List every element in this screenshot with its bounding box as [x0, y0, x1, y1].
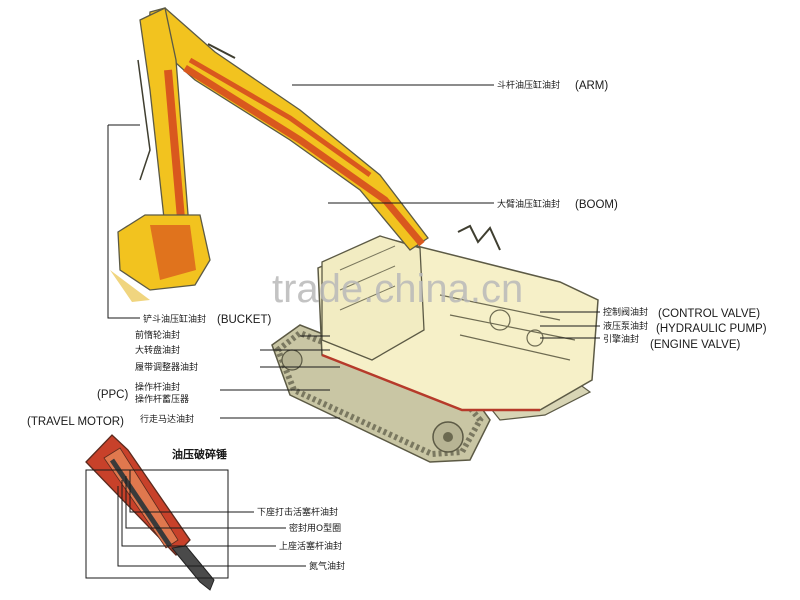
- bucket: [117, 214, 211, 291]
- upper-structure: [317, 224, 599, 412]
- label-idler-cn: 前惰轮油封: [135, 329, 180, 341]
- label-control-accumulator-cn: 操作杆蓄压器: [135, 393, 189, 405]
- label-control-valve-en: (CONTROL VALVE): [658, 308, 760, 320]
- excavator-illustration: [110, 7, 599, 463]
- watermark: trade.china.cn: [272, 267, 523, 311]
- boom-and-arm: [137, 7, 429, 257]
- breaker-title: 油压破碎锤: [172, 447, 227, 461]
- label-lower-piston-cn: 下座打击活塞杆油封: [257, 506, 338, 518]
- label-bucket-cn: 铲斗油压缸油封: [143, 313, 206, 325]
- label-hydraulic-pump-cn: 液压泵油封: [603, 320, 648, 332]
- label-control-lever-cn: 操作杆油封: [135, 381, 180, 393]
- label-track-adjuster-cn: 履带调整器油封: [135, 361, 198, 373]
- label-hydraulic-pump-en: (HYDRAULIC PUMP): [656, 323, 767, 335]
- label-bucket-en: (BUCKET): [217, 314, 271, 326]
- label-upper-piston-cn: 上座活塞杆油封: [279, 540, 342, 552]
- component-labels: 斗杆油压缸油封 (ARM) 大臂油压缸油封 (BOOM) 铲斗油压缸油封 (BU…: [27, 79, 767, 428]
- label-control-valve-cn: 控制阀油封: [603, 306, 648, 318]
- label-nitrogen-cn: 氮气油封: [309, 560, 345, 572]
- label-o-ring-cn: 密封用O型圈: [289, 522, 341, 534]
- breaker-labels: 油压破碎锤 下座打击活塞杆油封 密封用O型圈 上座活塞杆油封 氮气油封: [172, 447, 345, 572]
- label-ppc-en: (PPC): [97, 389, 128, 401]
- label-boom-en: (BOOM): [575, 199, 618, 211]
- label-travel-motor-cn: 行走马达油封: [140, 413, 194, 425]
- label-swing-cn: 大转盘油封: [135, 344, 180, 356]
- label-arm-cn: 斗杆油压缸油封: [497, 79, 560, 91]
- leader-lines: [107, 84, 600, 567]
- label-engine-en: (ENGINE VALVE): [650, 339, 740, 351]
- label-arm-en: (ARM): [575, 80, 608, 92]
- label-travel-motor-en: (TRAVEL MOTOR): [27, 416, 124, 428]
- label-engine-cn: 引擎油封: [603, 333, 639, 345]
- breaker-illustration: [85, 434, 229, 591]
- label-boom-cn: 大臂油压缸油封: [497, 198, 560, 210]
